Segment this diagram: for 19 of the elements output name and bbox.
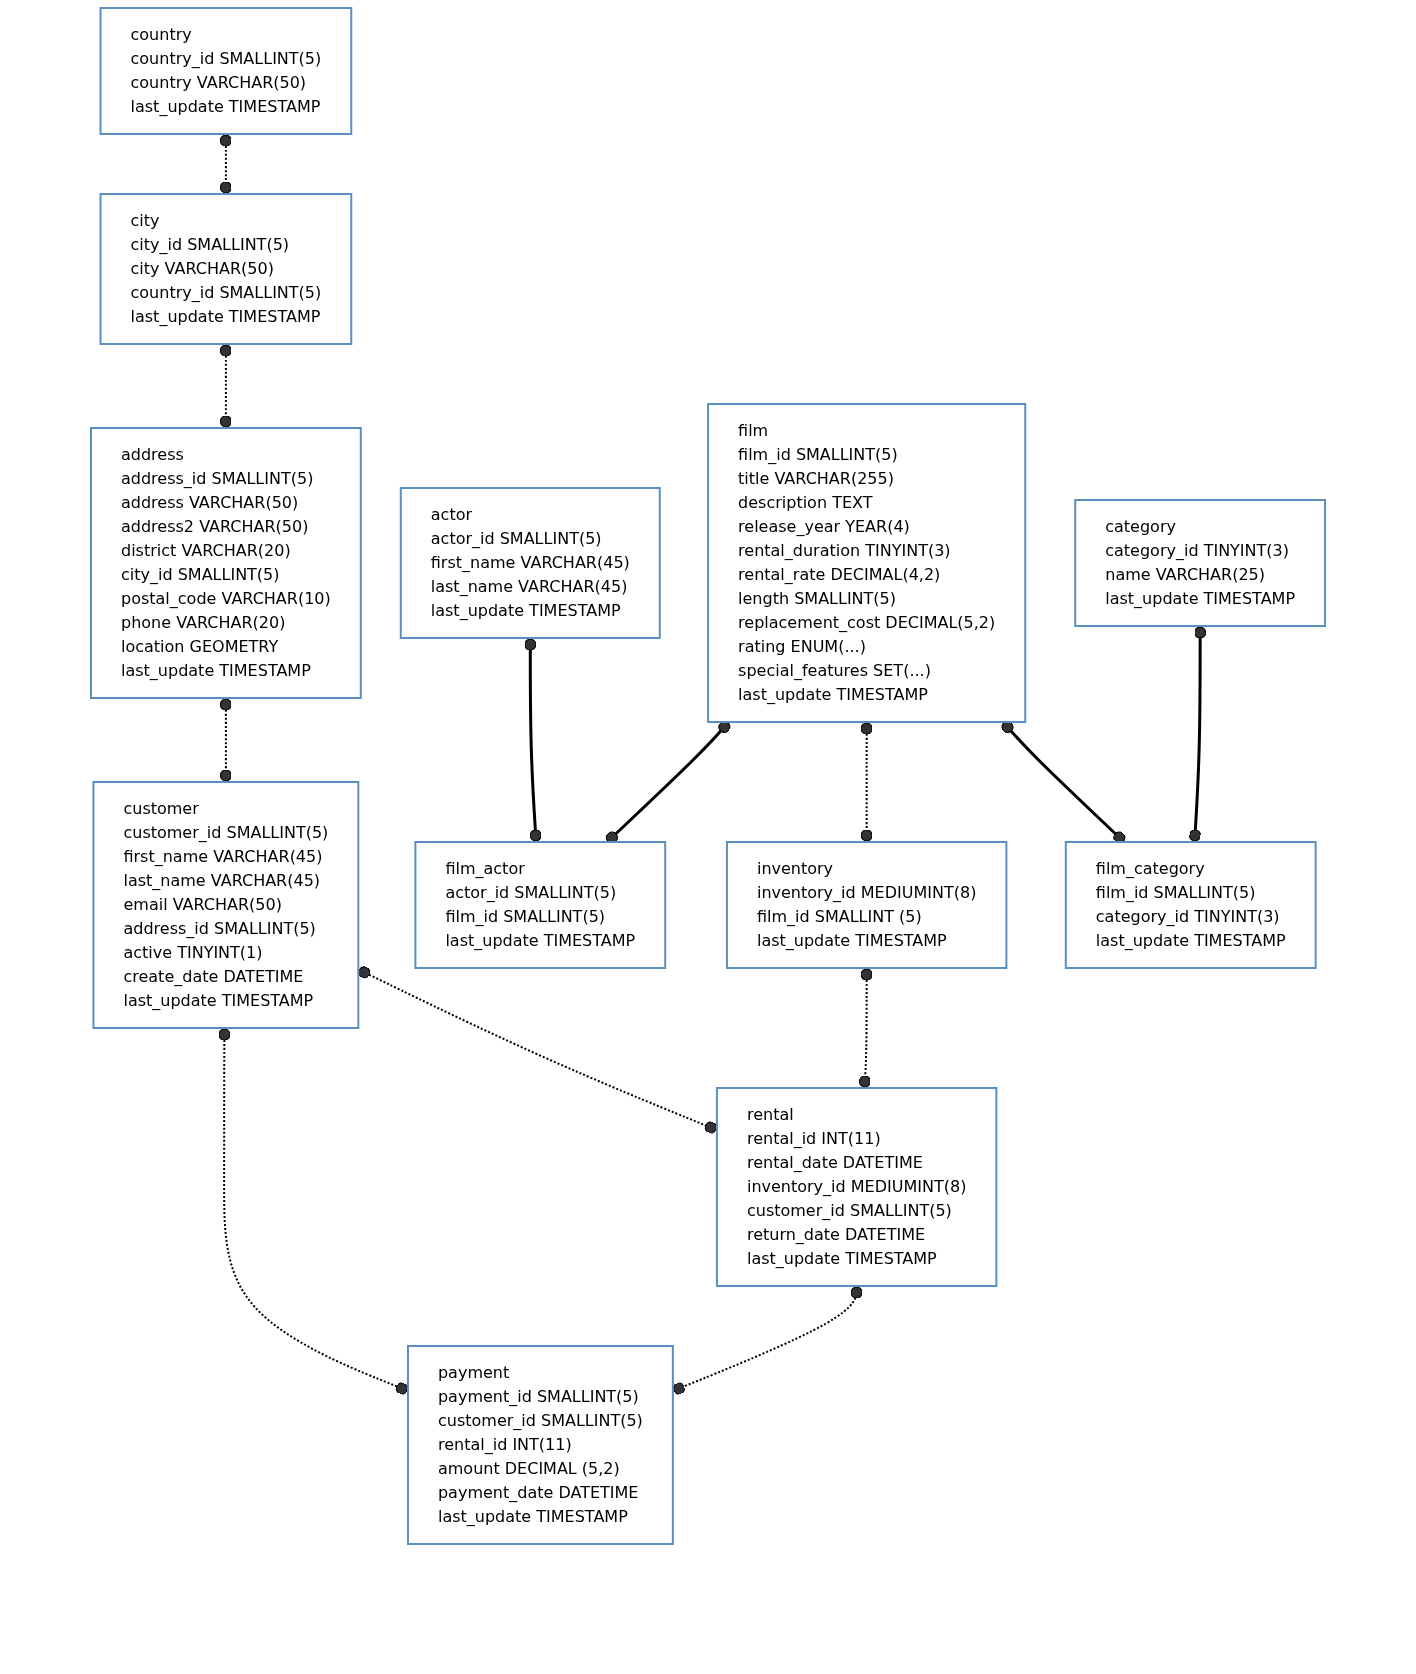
connector bbox=[219, 697, 232, 783]
node-box: actor actor_id SMALLINT(5) first_name VARCHAR(45) last_name VARCHAR(45) last_update TIMESTAMP bbox=[399, 487, 661, 639]
node-box: city city_id SMALLINT(5) city VARCHAR(50) country_id SMALLINT(5) last_update TIMESTAMP bbox=[99, 193, 353, 345]
node-box: country country_id SMALLINT(5) country VARCHAR(50) last_update TIMESTAMP bbox=[99, 7, 353, 135]
node-box: address address_id SMALLINT(5) address VARCHAR(50) address2 VARCHAR(50) district VARCHAR(20) city_id SMALLINT(5) postal_code VARCHAR(10) phone VARCHAR(20) location GEOMETRY last_update TIMESTAMP bbox=[89, 427, 362, 699]
connector bbox=[524, 638, 542, 843]
node-box: payment payment_id SMALLINT(5) customer_id SMALLINT(5) rental_id INT(11) amount DECIMAL (5,2) payment_date DATETIME last_update TIMESTAMP bbox=[406, 1345, 674, 1545]
node-box: film_category film_id SMALLINT(5) category_id TINYINT(3) last_update TIMESTAMP bbox=[1064, 841, 1317, 969]
connector bbox=[219, 133, 232, 195]
node-box: film_actor actor_id SMALLINT(5) film_id SMALLINT(5) last_update TIMESTAMP bbox=[414, 841, 667, 969]
connector bbox=[858, 967, 873, 1089]
node-box: film film_id SMALLINT(5) title VARCHAR(255) description TEXT release_year YEAR(4) rental_duration TINYINT(3) rental_rate DECIMAL(4,2) length SMALLINT(5) replacement_cost DECIMAL(5,2) rating ENUM(...) special_features SET(...) last_update TIMESTAMP bbox=[707, 403, 1027, 723]
node-box: inventory inventory_id MEDIUMINT(8) film_id SMALLINT (5) last_update TIMESTAMP bbox=[725, 841, 1008, 969]
connector bbox=[1188, 626, 1207, 843]
connector bbox=[860, 721, 873, 843]
node-box: category category_id TINYINT(3) name VARCHAR(25) last_update TIMESTAMP bbox=[1074, 499, 1326, 627]
node-box: customer customer_id SMALLINT(5) first_name VARCHAR(45) last_name VARCHAR(45) email VARCHAR(50) address_id SMALLINT(5) active TINYINT(1) create_date DATETIME last_update TIMESTAMP bbox=[92, 781, 360, 1029]
connector bbox=[219, 343, 232, 429]
node-box: rental rental_id INT(11) rental_date DATETIME inventory_id MEDIUMINT(8) customer_id SMALLINT(5) return_date DATETIME last_update TIMESTAMP bbox=[715, 1087, 998, 1287]
